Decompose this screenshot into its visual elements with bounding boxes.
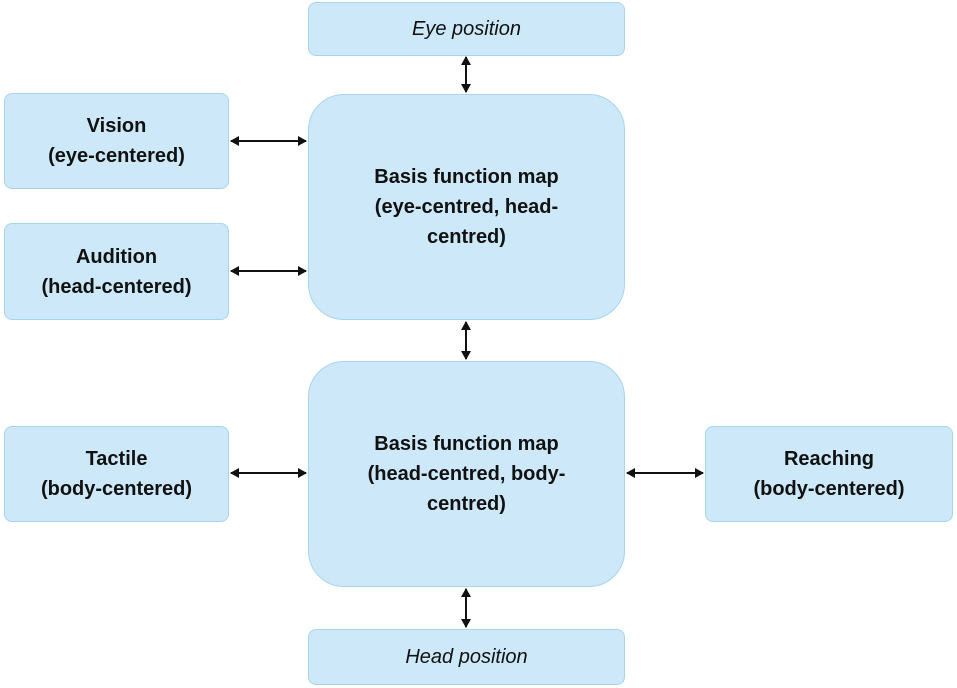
basis-map-head-body-title: Basis function map [374,433,559,455]
vision-title: Vision [86,115,147,137]
basis-map-head-body-frame-1: (head-centred, body- [367,463,566,485]
eye-position-label: Eye position [412,18,521,40]
eye-position-box: Eye position [308,2,625,56]
audition-box: Audition (head-centered) [4,223,229,320]
tactile-box: Tactile (body-centered) [4,426,229,522]
basis-map-head-body-frame-2: centred) [427,493,506,515]
basis-map-eye-head-box: Basis function map (eye-centred, head- c… [308,94,625,320]
tactile-frame: (body-centered) [40,478,193,500]
basis-map-eye-head-title: Basis function map [374,166,559,188]
basis-map-head-body-box: Basis function map (head-centred, body- … [308,361,625,587]
head-position-box: Head position [308,629,625,685]
vision-frame: (eye-centered) [48,145,185,167]
vision-box: Vision (eye-centered) [4,93,229,189]
head-position-label: Head position [405,646,528,668]
reaching-box: Reaching (body-centered) [705,426,953,522]
tactile-title: Tactile [85,448,148,470]
reaching-title: Reaching [783,448,875,470]
basis-map-eye-head-frame-2: centred) [427,226,506,248]
reaching-frame: (body-centered) [753,478,905,500]
basis-map-eye-head-frame-1: (eye-centred, head- [374,196,559,218]
audition-title: Audition [75,245,158,268]
audition-frame: (head-centered) [41,275,192,298]
